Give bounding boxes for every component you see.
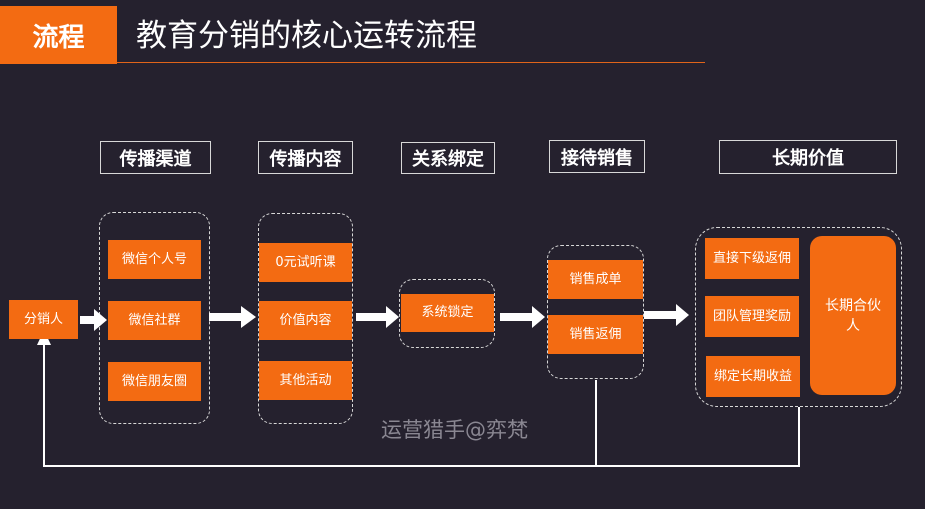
value-group: [695, 227, 902, 407]
stage-value-label: 长期价值: [719, 140, 897, 174]
stage-content-label: 传播内容: [258, 141, 353, 174]
stage-reception-label: 接待销售: [549, 140, 645, 173]
watermark: 运营猎手@弈梵: [381, 418, 528, 442]
value-direct-commission: 直接下级返佣: [705, 238, 799, 279]
arrow-binding-to-reception: [500, 306, 545, 328]
stage-channel-label: 传播渠道: [100, 141, 211, 174]
arrow-reception-to-value: [644, 304, 689, 326]
content-other-activities: 其他活动: [259, 361, 352, 400]
binding-group: [399, 279, 495, 348]
stage-binding-label: 关系绑定: [401, 142, 495, 174]
title-underline: [117, 62, 705, 63]
channel-wechat-personal: 微信个人号: [108, 240, 201, 279]
page-title: 教育分销的核心运转流程: [136, 18, 477, 54]
binding-system-lock: 系统锁定: [401, 294, 494, 332]
value-team-reward: 团队管理奖励: [705, 296, 799, 337]
content-free-trial: 0元试听课: [259, 243, 352, 282]
feedback-loop-line: [43, 340, 800, 467]
distributor-box: 分销人: [9, 300, 78, 339]
arrow-distributor-to-channel: [80, 309, 107, 331]
arrow-channel-to-content: [209, 306, 256, 328]
section-tag: 流程: [0, 6, 117, 64]
arrow-content-to-binding: [356, 306, 399, 328]
value-long-term-partner: 长期合伙人: [810, 236, 896, 395]
value-long-term-income: 绑定长期收益: [706, 356, 800, 397]
content-group: [258, 213, 353, 424]
content-value: 价值内容: [259, 301, 352, 340]
reception-group: [547, 245, 644, 379]
channel-wechat-moments: 微信朋友圈: [108, 362, 201, 401]
sales-commission: 销售返佣: [548, 315, 643, 354]
sales-closed: 销售成单: [548, 260, 643, 299]
channel-wechat-group: 微信社群: [108, 301, 201, 340]
